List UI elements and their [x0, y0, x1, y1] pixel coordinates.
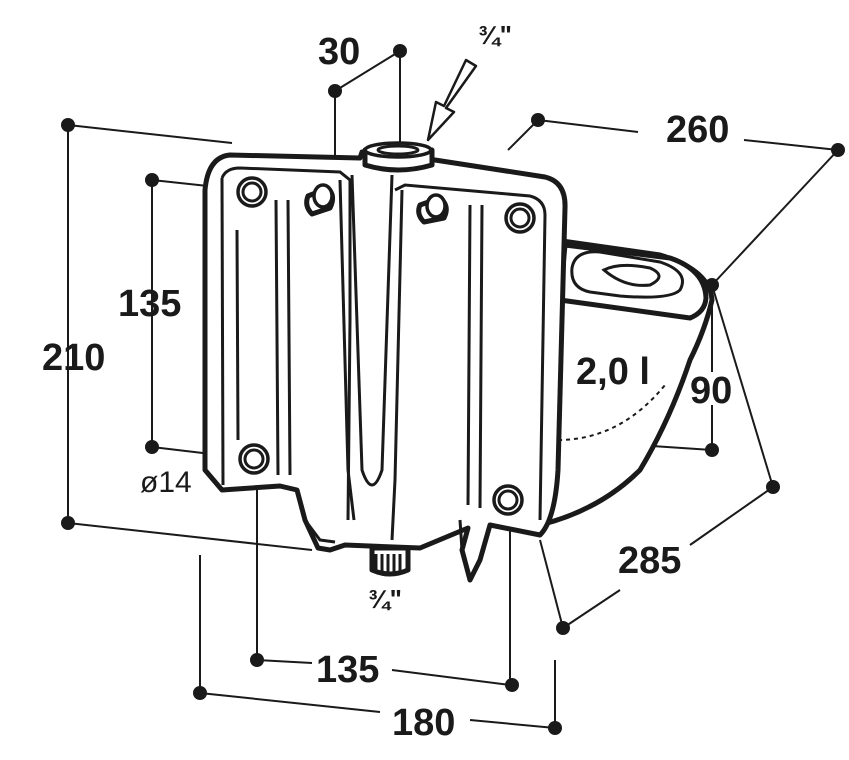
label-thread-top: ¾" [478, 20, 512, 50]
dimension-lines [67, 50, 839, 729]
label-hole-spacing-vertical: 135 [118, 283, 181, 325]
label-length: 285 [618, 540, 681, 582]
dimension-labels: 210 135 ø14 30 ¾" 260 2,0 l 90 285 ¾" 13… [42, 20, 732, 744]
thread-arrow [426, 58, 478, 142]
bowl [537, 237, 715, 528]
label-height-total: 210 [42, 337, 105, 379]
label-hole-spacing-horizontal: 135 [316, 649, 379, 691]
label-width: 180 [392, 702, 455, 744]
label-bowl-volume: 2,0 l [576, 351, 650, 393]
mounting-plate [202, 149, 568, 583]
inlet-fitting [362, 141, 435, 173]
mounting-holes [236, 176, 536, 516]
valve-pins [304, 183, 449, 225]
label-depth: 260 [666, 109, 729, 151]
outlet-fitting [369, 545, 411, 577]
dimension-dots [61, 44, 845, 735]
label-hole-diameter: ø14 [140, 466, 192, 499]
label-bowl-height: 90 [690, 370, 732, 412]
label-inlet-offset: 30 [318, 31, 360, 73]
label-thread-bottom: ¾" [368, 584, 402, 614]
